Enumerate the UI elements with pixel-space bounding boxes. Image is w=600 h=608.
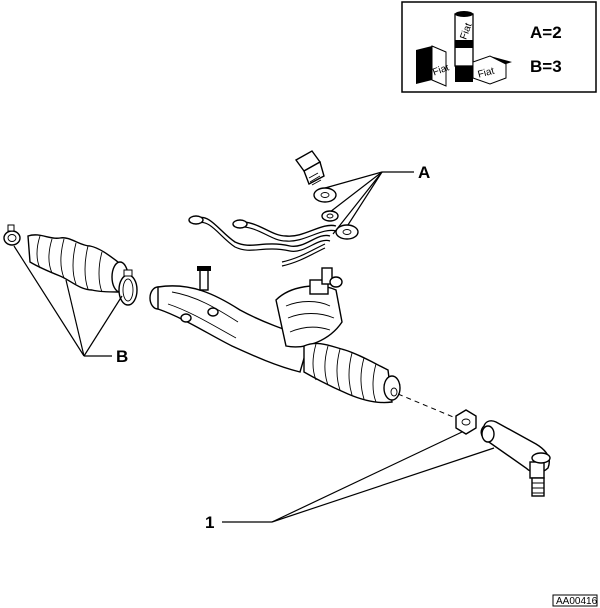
boot-clip-large — [118, 269, 138, 306]
legend-a-quantity: A=2 — [530, 23, 562, 42]
grease-tube-icon: Fiat Fiat Fiat — [416, 11, 512, 87]
callout-b-leaders — [13, 245, 123, 357]
callout-1-label: 1 — [205, 513, 214, 532]
hydraulic-pipes — [188, 215, 337, 267]
svg-text:Fiat: Fiat — [477, 66, 496, 81]
steering-rack-boot — [27, 234, 129, 293]
svg-text:Fiat: Fiat — [431, 62, 451, 78]
sealing-washers — [313, 187, 359, 240]
callout-1-leaders — [222, 431, 495, 523]
svg-text:Fiat: Fiat — [459, 21, 475, 41]
steering-rack-housing — [149, 266, 471, 425]
torque-legend-box: Fiat Fiat Fiat A=2 B=3 — [401, 1, 597, 93]
boot-clip-small — [3, 224, 21, 246]
tie-rod-end — [455, 409, 551, 497]
reference-code: AA00416 — [556, 596, 598, 607]
callout-b-label: B — [116, 347, 128, 366]
callout-a-label: A — [418, 163, 430, 182]
banjo-bolt — [294, 150, 325, 186]
legend-b-quantity: B=3 — [530, 57, 562, 76]
reference-code-box: AA00416 — [552, 594, 598, 607]
callout-a-leaders — [324, 171, 414, 235]
